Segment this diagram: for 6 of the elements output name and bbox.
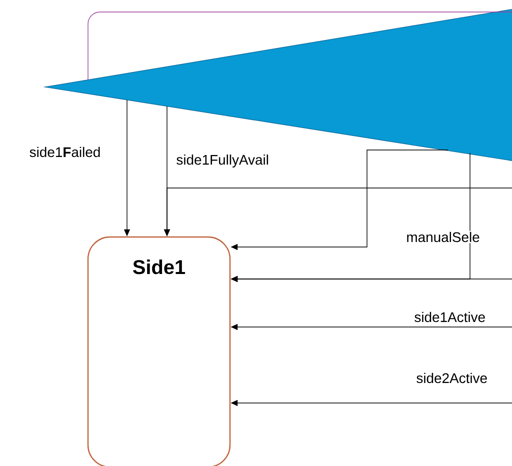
edge-label: side1Failed xyxy=(28,146,102,158)
state-box: Side1 xyxy=(87,236,231,466)
edge-label: manualSele xyxy=(405,230,481,244)
edge-label: side1FullyAvail xyxy=(175,153,270,168)
edge-label: side1Active xyxy=(413,310,487,324)
edge-label: side2Active xyxy=(415,372,489,384)
